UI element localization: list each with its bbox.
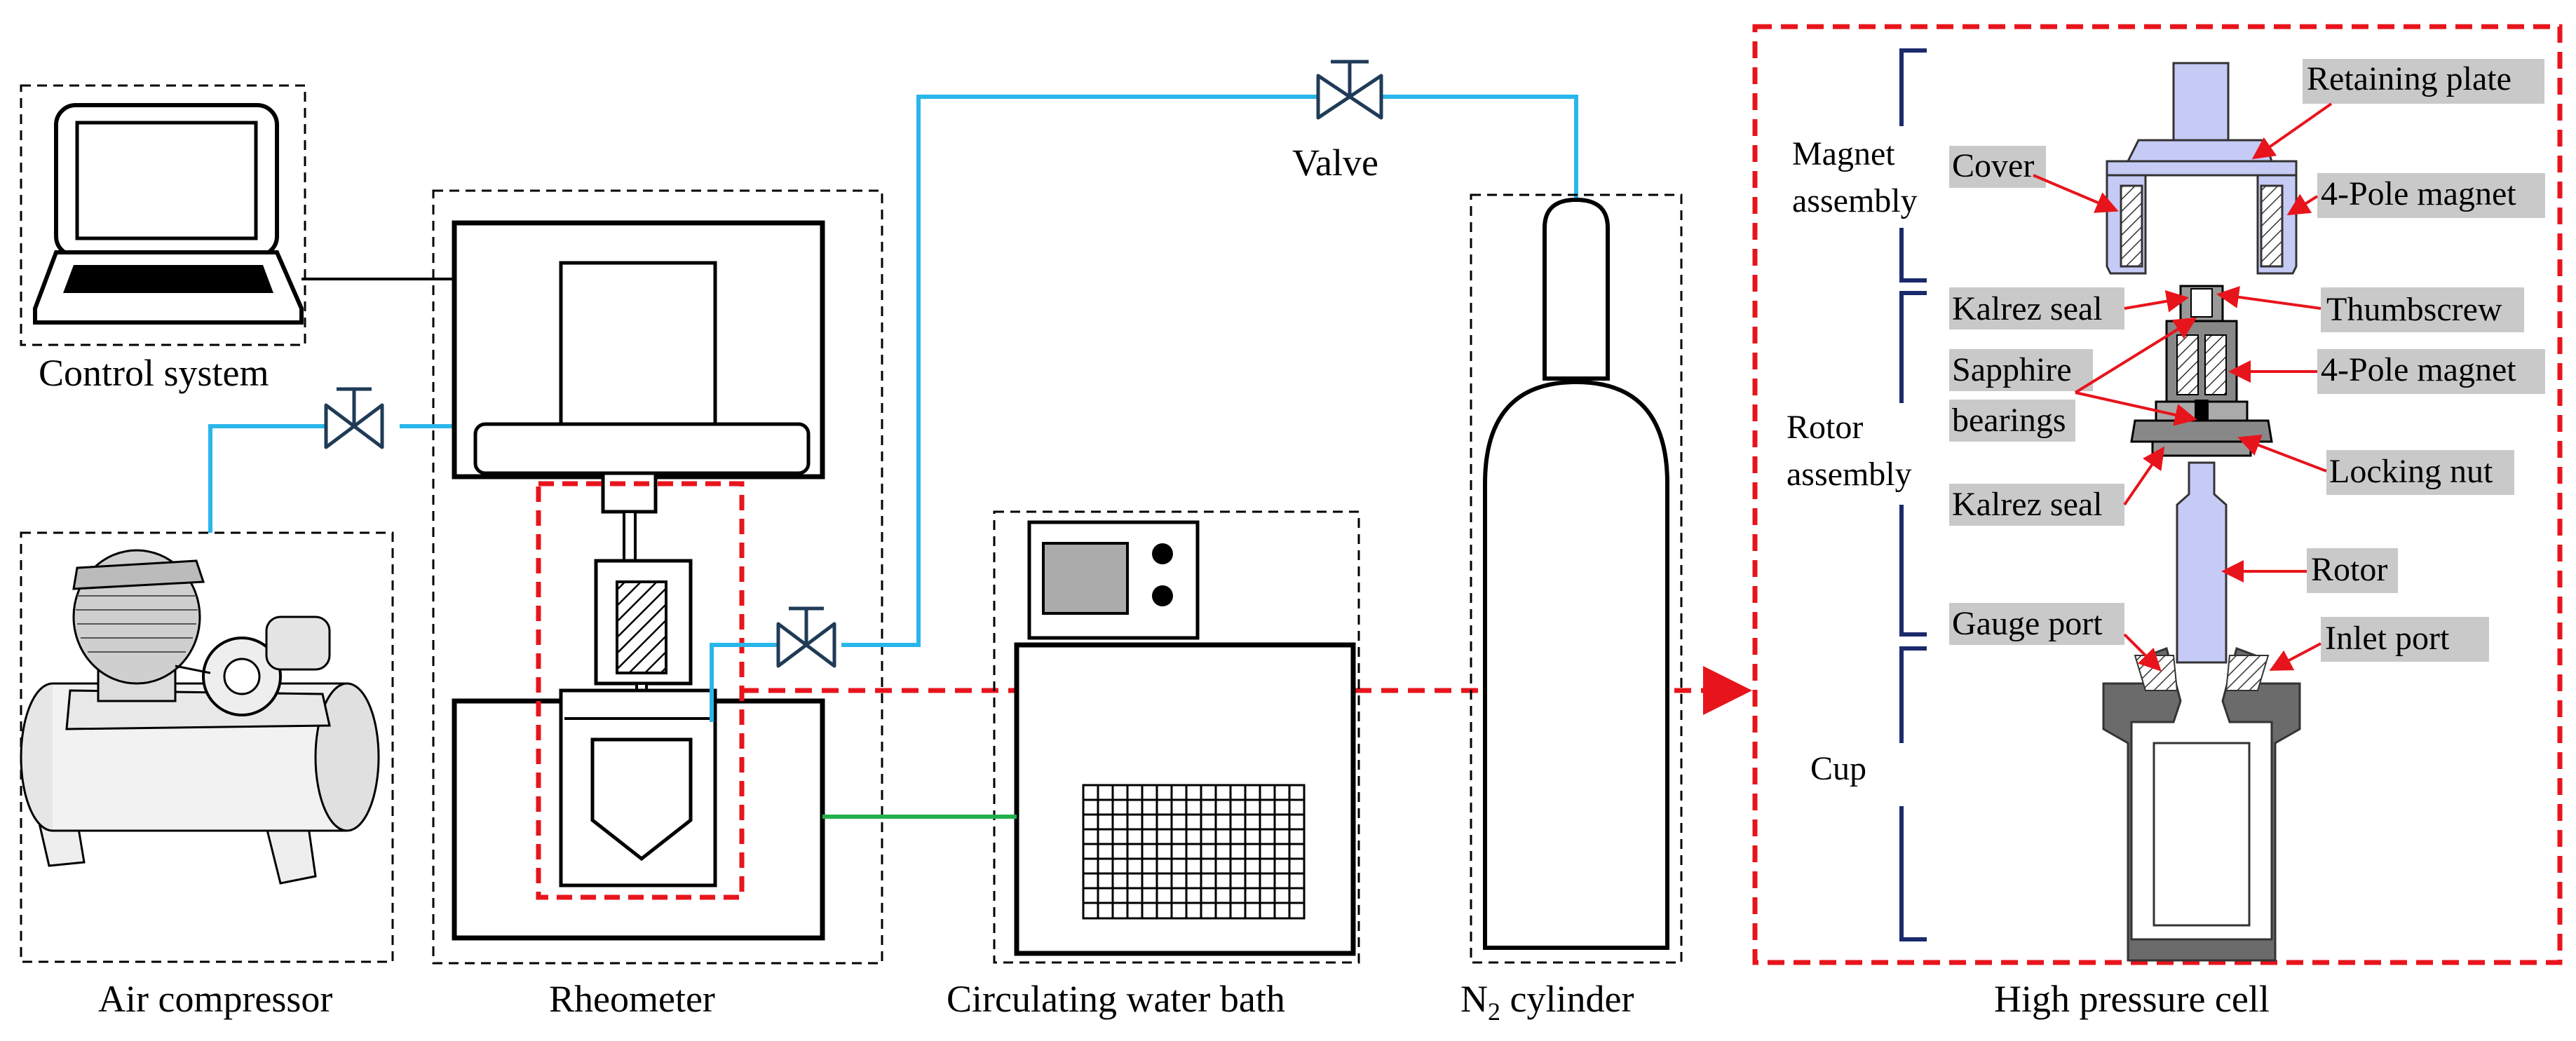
air-line bbox=[208, 424, 344, 533]
sapphire-label-bg-2 bbox=[1949, 400, 2075, 442]
locking-nut-label: Locking nut bbox=[2329, 453, 2493, 490]
bath-grid bbox=[1082, 784, 1306, 920]
sapphire-label-1: Sapphire bbox=[1952, 351, 2072, 388]
inlet-port-label: Inlet port bbox=[2325, 620, 2450, 657]
cylinder-body bbox=[1483, 379, 1669, 950]
n2-line bbox=[710, 643, 782, 722]
sapphire-label-bg-1 bbox=[1949, 349, 2093, 391]
rotor-shaft bbox=[2176, 461, 2228, 664]
laptop-icon bbox=[33, 103, 304, 325]
cup-label-bg bbox=[1795, 743, 1921, 806]
magnet-label-bg bbox=[1788, 126, 1921, 228]
thumbscrew-label-bg bbox=[2321, 287, 2524, 332]
water-bath-caption: Circulating water bath bbox=[947, 978, 1285, 1020]
air-valve-icon[interactable] bbox=[324, 387, 384, 449]
bath-knob-top[interactable] bbox=[1152, 543, 1173, 564]
leader-arrows bbox=[2033, 102, 2333, 672]
thumbscrew-label: Thumbscrew bbox=[2326, 291, 2502, 328]
cover-label-bg bbox=[1949, 146, 2046, 188]
inlet-port-label-bg bbox=[2321, 617, 2489, 662]
cylinder-valve-cap bbox=[1543, 197, 1610, 381]
retaining-plate-label-bg bbox=[2303, 59, 2544, 104]
valve-label: Valve bbox=[1292, 142, 1378, 184]
air-compressor: Air compressor bbox=[20, 531, 394, 1020]
rotor-assembly-label-2: assembly bbox=[1787, 456, 1912, 493]
gas-valve-lower-icon[interactable] bbox=[776, 606, 836, 668]
cup-label: Cup bbox=[1810, 750, 1866, 787]
locking-nut-label-bg bbox=[2326, 450, 2514, 495]
kalrez-seal-bottom-label: Kalrez seal bbox=[1952, 486, 2103, 523]
kalrez-seal-top-label-bg bbox=[1949, 287, 2124, 329]
compressor-icon bbox=[20, 549, 380, 885]
magnet-assembly-drawing bbox=[2106, 62, 2298, 275]
n2-line-top bbox=[1378, 95, 1578, 200]
pole-magnet-mid-label-bg bbox=[2317, 349, 2545, 394]
cup-drawing bbox=[2102, 647, 2301, 962]
air-compressor-caption: Air compressor bbox=[98, 978, 332, 1020]
magnet-assembly-label-1: Magnet bbox=[1792, 135, 1895, 172]
bath-display bbox=[1042, 542, 1129, 615]
sapphire-label-2: bearings bbox=[1952, 402, 2066, 439]
bath-knob-bottom[interactable] bbox=[1152, 585, 1173, 606]
circulating-water-bath: Circulating water bath bbox=[947, 510, 1360, 1020]
retaining-plate-label: Retaining plate bbox=[2307, 60, 2511, 97]
n2-cylinder: N2 cylinder bbox=[1460, 193, 1683, 1026]
high-pressure-cell-caption: High pressure cell bbox=[1994, 978, 2270, 1020]
control-system: Control system bbox=[20, 84, 306, 394]
n2-line-main bbox=[841, 95, 1322, 647]
pole-magnet-top-label-bg bbox=[2317, 173, 2545, 218]
rotor-part-label: Rotor bbox=[2311, 551, 2387, 588]
pole-magnet-top-label: 4-Pole magnet bbox=[2321, 175, 2516, 212]
kalrez-seal-bottom-label-bg bbox=[1949, 484, 2124, 526]
rotor-assembly-label-1: Rotor bbox=[1787, 409, 1863, 446]
high-pressure-cell: Magnet assembly Rotor assembly Cup bbox=[1752, 24, 2563, 1020]
gas-valve-top-icon[interactable] bbox=[1316, 60, 1383, 120]
n2-cylinder-caption: N2 cylinder bbox=[1460, 978, 1634, 1026]
rheometer-caption: Rheometer bbox=[549, 978, 715, 1020]
n2-caption-n: N bbox=[1460, 978, 1488, 1020]
gauge-port-label: Gauge port bbox=[1952, 605, 2103, 642]
rotor-assembly-drawing bbox=[2130, 285, 2273, 664]
magnet-assembly-label-2: assembly bbox=[1792, 182, 1918, 219]
rotor-label-bg-hl bbox=[2307, 548, 2398, 593]
control-system-caption: Control system bbox=[39, 352, 269, 394]
rheometer: Rheometer bbox=[432, 189, 883, 1020]
kalrez-seal-top-label: Kalrez seal bbox=[1952, 290, 2103, 327]
cover-label: Cover bbox=[1952, 147, 2034, 184]
pole-magnet-mid-label: 4-Pole magnet bbox=[2321, 351, 2516, 388]
gauge-port-label-bg bbox=[1949, 603, 2124, 645]
n2-caption-rest: cylinder bbox=[1500, 978, 1634, 1020]
cell-border bbox=[1752, 24, 2563, 965]
rotor-label-bg bbox=[1774, 403, 1921, 505]
n2-caption-subscript: 2 bbox=[1488, 998, 1500, 1026]
